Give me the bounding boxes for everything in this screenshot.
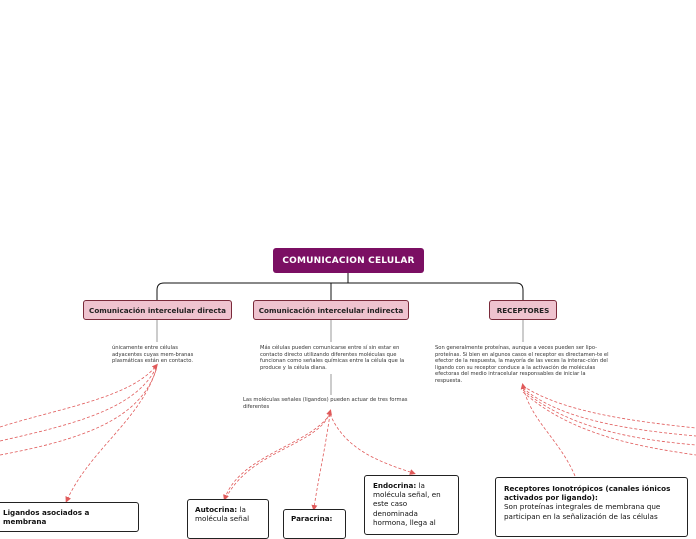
box-ionotropicos[interactable]: Receptores Ionotrópicos (canales iónicos… xyxy=(495,477,688,537)
note-indirecta[interactable]: Más células pueden comunicarse entre sí … xyxy=(260,345,405,371)
link-directa-left2 xyxy=(0,367,157,442)
ionotropicos-title: Receptores Ionotrópicos (canales iónicos… xyxy=(504,484,671,503)
link-ionotropicos-receptores xyxy=(520,383,576,477)
paracrina-title: Paracrina: xyxy=(291,514,333,523)
note-ligandos-formas[interactable]: Las moléculas señales (ligandos) pueden … xyxy=(243,397,408,410)
box-endocrina[interactable]: Endocrina: la molécula señal, en este ca… xyxy=(364,475,459,535)
category-indirecta[interactable]: Comunicación intercelular indirecta xyxy=(253,300,409,320)
root-node[interactable]: COMUNICACION CELULAR xyxy=(273,248,424,273)
link-receptores-right3 xyxy=(522,389,696,446)
root-title: COMUNICACION CELULAR xyxy=(282,255,415,266)
branch-bar xyxy=(156,282,524,300)
tree-connectors xyxy=(156,273,524,300)
box-paracrina[interactable]: Paracrina: xyxy=(283,509,346,539)
note-stems xyxy=(156,320,524,395)
note-directa[interactable]: únicamente entre células adyacentes cuya… xyxy=(112,345,194,365)
autocrina-title: Autocrina: xyxy=(195,505,238,514)
link-directa-ligandos xyxy=(65,369,157,503)
link-formas-endocrina xyxy=(329,413,416,475)
category-indirecta-label: Comunicación intercelular indirecta xyxy=(258,305,404,315)
category-directa[interactable]: Comunicación intercelular directa xyxy=(83,300,232,320)
mind-map-canvas: COMUNICACION CELULAR Comunicación interc… xyxy=(0,248,696,539)
link-directa-left3 xyxy=(0,369,157,456)
box-autocrina[interactable]: Autocrina: la molécula señal xyxy=(187,499,269,539)
ligandos-membrana-title: Ligandos asociados a membrana xyxy=(3,508,90,527)
link-directa-left1 xyxy=(0,363,158,428)
category-receptores-label: RECEPTORES xyxy=(496,305,550,315)
ionotropicos-text: Son proteínas integrales de membrana que… xyxy=(504,502,661,521)
link-formas-autocrina xyxy=(223,413,331,501)
autocrina-text: la molécula señal xyxy=(195,505,250,524)
category-receptores[interactable]: RECEPTORES xyxy=(489,300,557,320)
note-receptores[interactable]: Son generalmente proteínas, aunque a vec… xyxy=(435,345,609,384)
dashed-links xyxy=(0,363,696,511)
link-receptores-right1 xyxy=(522,385,696,429)
category-directa-label: Comunicación intercelular directa xyxy=(89,305,226,315)
link-receptores-right4 xyxy=(522,391,696,456)
link-receptores-right2 xyxy=(522,387,696,437)
endocrina-title: Endocrina: xyxy=(373,481,417,490)
link-formas-paracrina xyxy=(311,413,331,511)
link-autocrina-formas xyxy=(225,409,332,499)
connector-layer xyxy=(0,273,696,511)
box-ligandos-membrana[interactable]: Ligandos asociados a membrana xyxy=(0,502,139,532)
